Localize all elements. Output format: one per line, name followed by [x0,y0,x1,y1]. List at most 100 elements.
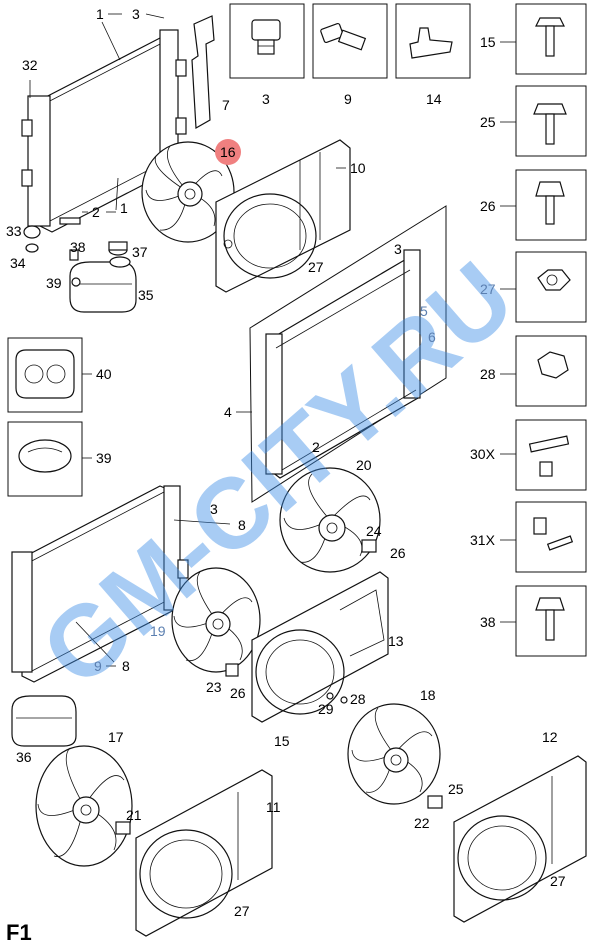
washer-34 [25,243,39,253]
callout: 24 [366,523,382,539]
expansion-tank-35 [69,256,137,313]
nut-28 [340,696,348,704]
inset-label-40: 40 [96,366,112,382]
callout: 1 [120,200,128,216]
shroud-13 [251,571,389,723]
callout: 28 [350,691,366,707]
callout: 1 [96,6,104,22]
callout: 11 [266,799,281,815]
callout: 3 [210,501,218,517]
expansion-tank-36 [11,695,77,747]
callout: 21 [126,807,142,823]
callout: 26 [230,685,246,701]
callout: 38 [70,239,86,255]
highlight-marker-16 [215,139,241,165]
radiator-assembly-box-4 [249,205,447,503]
hardware-label-31x: 31X [470,532,496,548]
clip-39-small [71,277,81,287]
hardware-box-25 [515,85,587,157]
hardware-label-27: 27 [480,281,496,297]
resistor-21 [115,821,131,835]
callout: 33 [6,223,22,239]
hardware-box-38 [515,585,587,657]
fan-16 [141,141,235,243]
hardware-label-26: 26 [480,198,496,214]
callout: 3 [394,241,402,257]
cap-37 [108,241,128,256]
fan-19 [171,567,261,673]
inset-box-3 [229,3,305,79]
callout: 37 [132,244,148,260]
callout: 5 [420,303,428,319]
hardware-label-38: 38 [480,614,496,630]
hardware-box-28 [515,335,587,407]
hardware-box-26 [515,169,587,241]
callout: 26 [390,545,406,561]
shroud-10 [215,139,351,293]
callout: 39 [46,275,62,291]
callout: 9 [94,658,102,674]
inset-label-3: 3 [262,91,270,107]
hardware-label-28: 28 [480,366,496,382]
callout: 27 [234,903,250,919]
inset-label-14: 14 [426,91,442,107]
shroud-11 [135,769,273,937]
inset-labels: 3 9 14 40 39 [96,91,442,466]
callout: 25 [448,781,464,797]
callout: 13 [388,633,404,649]
callout: 3 [132,6,140,22]
callout: 32 [22,57,38,73]
radiator-top [21,29,187,233]
radiator-middle [11,485,189,683]
callout: 15 [274,733,290,749]
callout: 4 [224,404,232,420]
hardware-box-31x [515,501,587,573]
inset-label-39: 39 [96,450,112,466]
callout: 12 [542,729,558,745]
callout: 27 [308,259,324,275]
callout: 29 [318,701,334,717]
callout: 2 [312,439,320,455]
seal-bracket-7 [191,15,215,130]
resistor-24 [361,539,377,553]
inset-box-9 [312,3,388,79]
callout: 18 [420,687,436,703]
hardware-label-15: 15 [480,34,496,50]
callout: 35 [138,287,154,303]
callout: 20 [356,457,372,473]
callout: 10 [350,160,366,176]
callout: 7 [222,97,230,113]
callout: 16 [220,144,236,160]
washer-29 [326,692,334,700]
sensor-2 [59,217,81,225]
fan-17 [35,745,133,867]
callout: 27 [550,873,566,889]
bolt-38-small [69,249,79,261]
callout: 22 [414,815,430,831]
callout: 19 [150,623,166,639]
plug-33 [23,225,41,239]
hardware-box-15 [515,3,587,75]
callout: 23 [206,679,222,695]
callout: 6 [428,329,436,345]
callout: 34 [10,255,26,271]
fan-18 [347,703,441,805]
callouts: 1 3 32 7 16 10 2 1 33 34 38 37 39 35 27 … [6,6,566,919]
callout: 36 [16,749,32,765]
shroud-12 [453,755,587,923]
sheet-label: F1 [6,920,32,945]
inset-label-9: 9 [344,91,352,107]
fan-20 [279,467,381,573]
callout: 17 [108,729,124,745]
inset-box-39 [7,421,83,497]
inset-box-14 [395,3,471,79]
hardware-label-30x: 30X [470,446,496,462]
callout: 8 [122,658,130,674]
callout: 8 [238,517,246,533]
inset-box-40 [7,337,83,413]
hardware-labels: 15 25 26 27 28 30X 31X 38 [470,34,496,630]
resistor-22 [427,795,443,809]
resistor-23 [225,663,239,677]
callout: 2 [92,204,100,220]
